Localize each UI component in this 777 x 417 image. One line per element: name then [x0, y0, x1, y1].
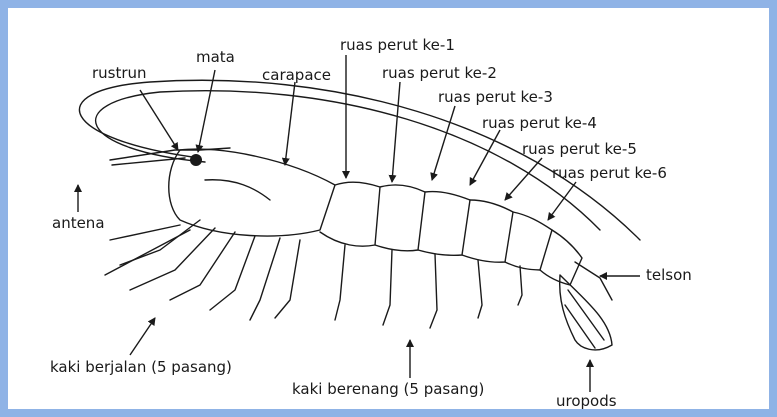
eye — [190, 154, 202, 166]
swimming-leg-2 — [383, 250, 392, 325]
arrow-kaki-berjalan — [130, 318, 155, 355]
arrow-mata — [198, 70, 215, 152]
label-ruas-perut-3: ruas perut ke-3 — [438, 90, 553, 105]
walking-leg-5 — [250, 238, 280, 320]
swimming-leg-1 — [335, 245, 345, 320]
arrow-seg5 — [505, 158, 542, 200]
abdomen-segment-3 — [418, 191, 470, 255]
walking-leg-4 — [210, 236, 255, 310]
walking-leg-1 — [120, 220, 200, 265]
arrow-seg2 — [392, 82, 400, 182]
abdomen-segment-2 — [375, 185, 425, 251]
label-mata: mata — [196, 50, 235, 65]
label-ruas-perut-2: ruas perut ke-2 — [382, 66, 497, 81]
label-uropods: uropods — [556, 394, 617, 409]
label-carapace: carapace — [262, 68, 331, 83]
label-telson: telson — [646, 268, 692, 283]
swimming-leg-5 — [518, 266, 522, 305]
label-rustrun: rustrun — [92, 66, 147, 81]
arrow-rustrun — [140, 90, 178, 150]
label-kaki-berenang: kaki berenang (5 pasang) — [292, 382, 484, 397]
swimming-leg-3 — [430, 254, 437, 328]
label-ruas-perut-6: ruas perut ke-6 — [552, 166, 667, 181]
label-ruas-perut-1: ruas perut ke-1 — [340, 38, 455, 53]
label-kaki-berjalan: kaki berjalan (5 pasang) — [50, 360, 232, 375]
arrow-seg4 — [470, 130, 500, 185]
label-ruas-perut-5: ruas perut ke-5 — [522, 142, 637, 157]
abdomen-segment-1 — [320, 182, 380, 246]
arrow-seg6 — [548, 182, 576, 220]
label-ruas-perut-4: ruas perut ke-4 — [482, 116, 597, 131]
abdomen-segment-4 — [462, 200, 513, 262]
label-antena: antena — [52, 216, 105, 231]
swimming-leg-4 — [478, 260, 482, 318]
antenna-line-inner — [96, 91, 600, 230]
